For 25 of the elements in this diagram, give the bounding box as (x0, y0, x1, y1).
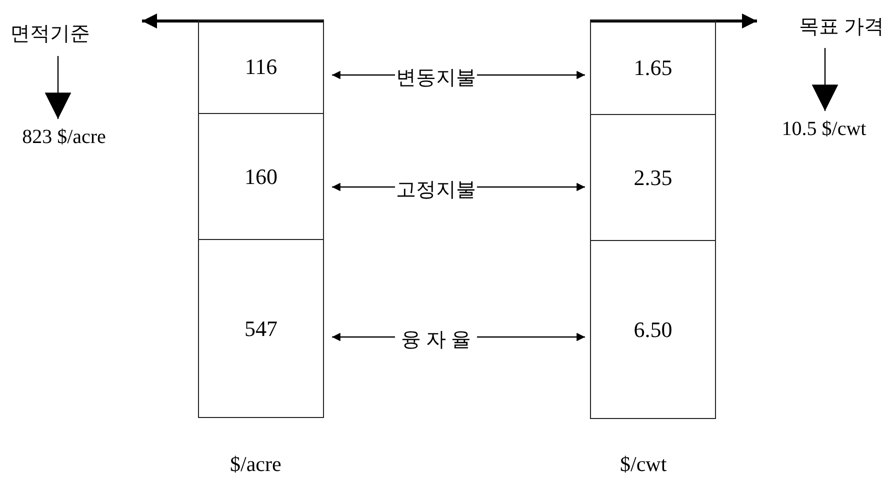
arrow (477, 332, 585, 342)
text-label: 823 $/acre (4, 122, 124, 152)
arrow (590, 14, 757, 28)
value-box: 116 (198, 20, 324, 114)
text-label: 융 자 율 (398, 324, 474, 354)
arrow (332, 182, 395, 192)
arrow (44, 56, 72, 119)
text-label: 변동지불 (398, 62, 474, 92)
value-box: 6.50 (590, 240, 716, 419)
text-label: 고정지불 (398, 174, 474, 204)
value-box: 2.35 (590, 114, 716, 241)
unit-label: $/cwt (620, 452, 667, 477)
text-label: 10.5 $/cwt (768, 114, 880, 144)
arrow (142, 14, 324, 28)
arrow (477, 70, 585, 80)
arrow (332, 70, 395, 80)
arrow (332, 332, 395, 342)
arrow (812, 48, 838, 111)
text-label: 목표 가격 (758, 8, 884, 44)
value-box: 547 (198, 239, 324, 418)
value-box: 1.65 (590, 20, 716, 115)
text-label: 면적기준 (6, 14, 140, 52)
value-box: 160 (198, 113, 324, 240)
arrow (477, 182, 585, 192)
unit-label: $/acre (230, 452, 282, 477)
